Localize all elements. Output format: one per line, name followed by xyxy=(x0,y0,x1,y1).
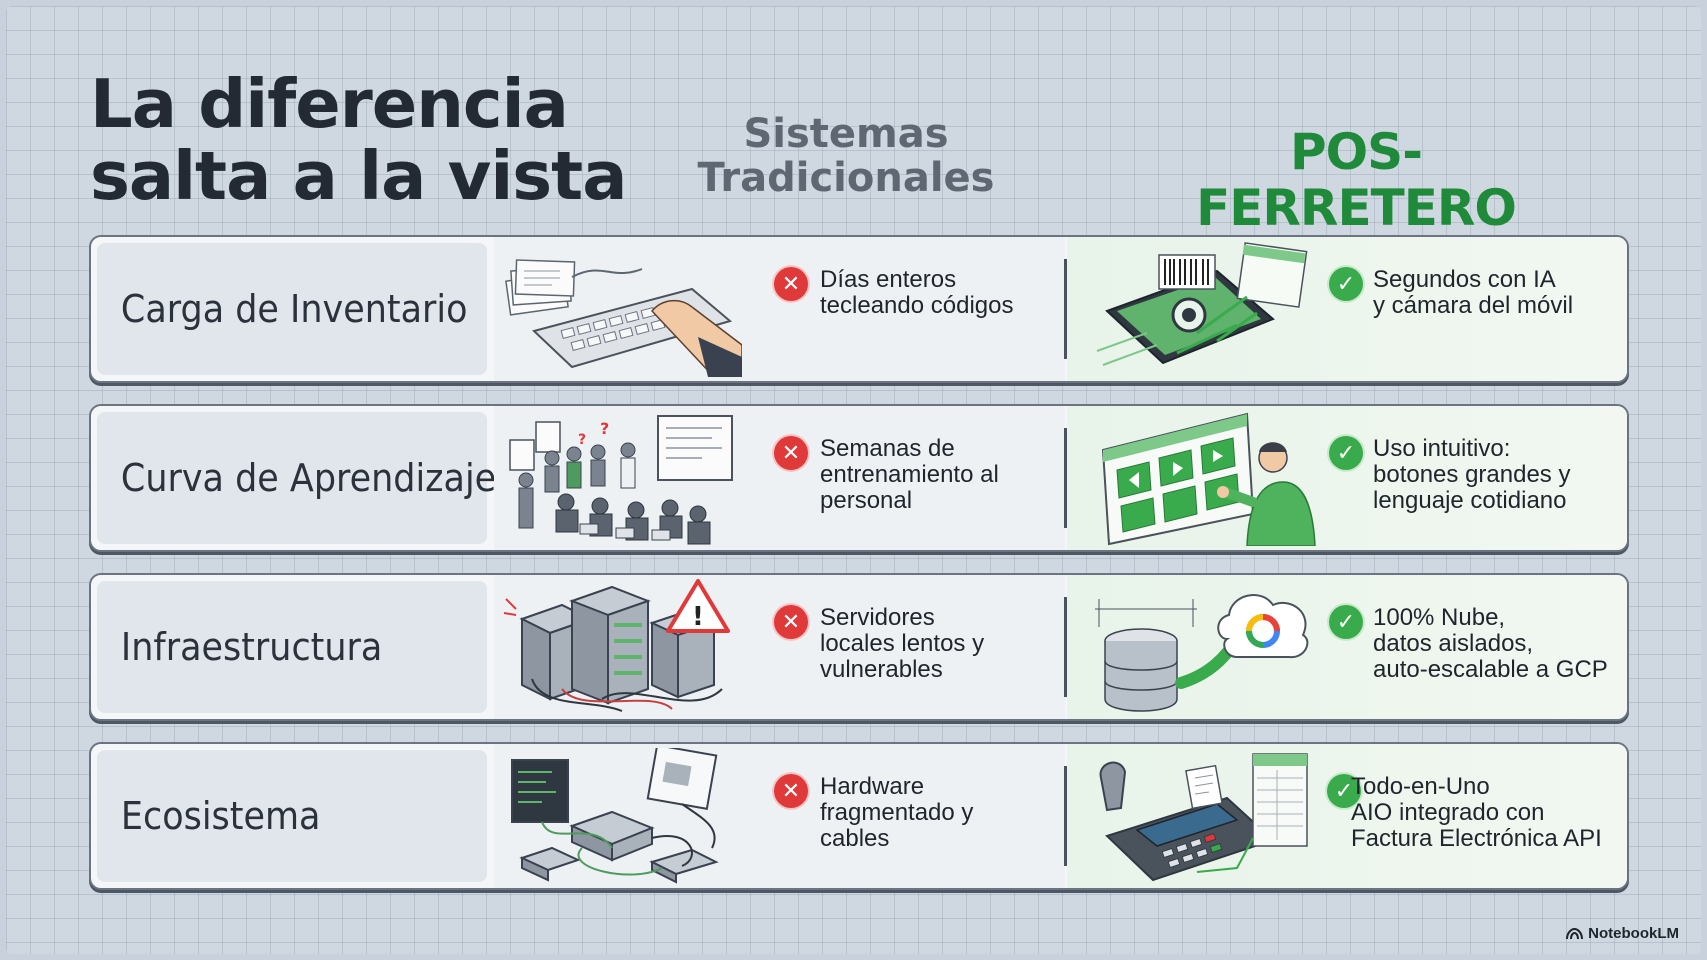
check-circle-icon: ✓ xyxy=(1327,774,1361,808)
traditional-description: Semanas de entrenamiento al personal xyxy=(820,435,999,514)
column-header-traditional-line-2: Tradicionales xyxy=(697,155,995,201)
pos-cell: ✓ Uso intuitivo: botones grandes y lengu… xyxy=(1067,406,1627,550)
pos-cell: ✓ Segundos con IA y cámara del móvil xyxy=(1067,237,1627,381)
all-in-one-pos-terminal-illustration-icon xyxy=(1099,753,1308,882)
x-circle-icon: ✕ xyxy=(774,267,808,301)
column-divider xyxy=(1064,428,1067,528)
row-label-box: Carga de Inventario xyxy=(97,243,487,375)
svg-text:!: ! xyxy=(692,602,704,632)
comparison-row-inventory: Carga de Inventario xyxy=(89,235,1629,383)
page-title: La diferencia salta a la vista xyxy=(90,65,627,215)
svg-text:?: ? xyxy=(578,432,586,448)
page-title-line-1: La diferencia xyxy=(90,65,569,143)
infographic-canvas: La diferencia salta a la vista Sistemas … xyxy=(6,6,1701,954)
row-label-box: Infraestructura xyxy=(97,581,487,713)
training-classroom-illustration-icon: ? ? xyxy=(509,415,733,545)
notebooklm-logo-icon xyxy=(1566,927,1584,939)
pos-description: 100% Nube, datos aislados, auto-escalabl… xyxy=(1373,604,1608,683)
brand-watermark: NotebookLM xyxy=(1566,925,1679,942)
traditional-description: Hardware fragmentado y cables xyxy=(820,773,974,852)
comparison-row-learning: Curva de Aprendizaje ? ? xyxy=(89,404,1629,552)
traditional-cell: ✕ Días enteros tecleando códigos xyxy=(494,237,1065,381)
check-circle-icon: ✓ xyxy=(1329,267,1363,301)
traditional-cell: ! ✕ Servidores locales lentos y vulnerab… xyxy=(494,575,1065,719)
local-servers-illustration-icon: ! xyxy=(503,579,730,712)
row-label-box: Ecosistema xyxy=(97,750,487,882)
row-label: Infraestructura xyxy=(120,625,383,669)
traditional-description: Servidores locales lentos y vulnerables xyxy=(820,604,985,683)
comparison-row-ecosystem: Ecosistema ✕ Hardware fragmentad xyxy=(89,742,1629,890)
pos-cell: ✓ 100% Nube, datos aislados, auto-escala… xyxy=(1067,575,1627,719)
pos-description: Uso intuitivo: botones grandes y lenguaj… xyxy=(1373,435,1571,514)
column-divider xyxy=(1064,597,1067,697)
row-label: Curva de Aprendizaje xyxy=(120,456,497,500)
fragmented-hardware-illustration-icon xyxy=(511,748,719,884)
page-title-line-2: salta a la vista xyxy=(90,137,627,215)
column-header-pos: POS-FERRETERO xyxy=(1196,123,1517,237)
row-label: Carga de Inventario xyxy=(120,287,468,331)
row-label: Ecosistema xyxy=(120,794,321,838)
x-circle-icon: ✕ xyxy=(774,605,808,639)
x-circle-icon: ✕ xyxy=(774,436,808,470)
pos-description: Todo-en-Uno AIO integrado con Factura El… xyxy=(1351,773,1602,852)
brand-name: NotebookLM xyxy=(1588,925,1679,942)
check-circle-icon: ✓ xyxy=(1329,605,1363,639)
column-header-traditional-line-1: Sistemas xyxy=(743,111,949,157)
touchscreen-user-illustration-icon xyxy=(1101,412,1316,546)
cloud-database-illustration-icon xyxy=(1095,594,1309,712)
svg-text:?: ? xyxy=(600,419,609,438)
comparison-table: Carga de Inventario xyxy=(89,235,1629,911)
pos-cell: ✓ Todo-en-Uno AIO integrado con Factura … xyxy=(1067,744,1627,888)
check-circle-icon: ✓ xyxy=(1329,436,1363,470)
column-divider xyxy=(1064,766,1067,866)
comparison-row-infrastructure: Infraestructura ! ✕ Servidores locale xyxy=(89,573,1629,721)
pos-description: Segundos con IA y cámara del móvil xyxy=(1373,266,1574,319)
row-label-box: Curva de Aprendizaje xyxy=(97,412,496,544)
traditional-cell: ✕ Hardware fragmentado y cables xyxy=(494,744,1065,888)
traditional-description: Días enteros tecleando códigos xyxy=(820,266,1014,319)
phone-barcode-scan-illustration-icon xyxy=(1096,242,1308,366)
traditional-cell: ? ? xyxy=(494,406,1065,550)
column-divider xyxy=(1064,259,1067,359)
keyboard-typing-illustration-icon xyxy=(505,259,742,377)
x-circle-icon: ✕ xyxy=(774,774,808,808)
column-header-traditional: Sistemas Tradicionales xyxy=(686,112,1006,200)
